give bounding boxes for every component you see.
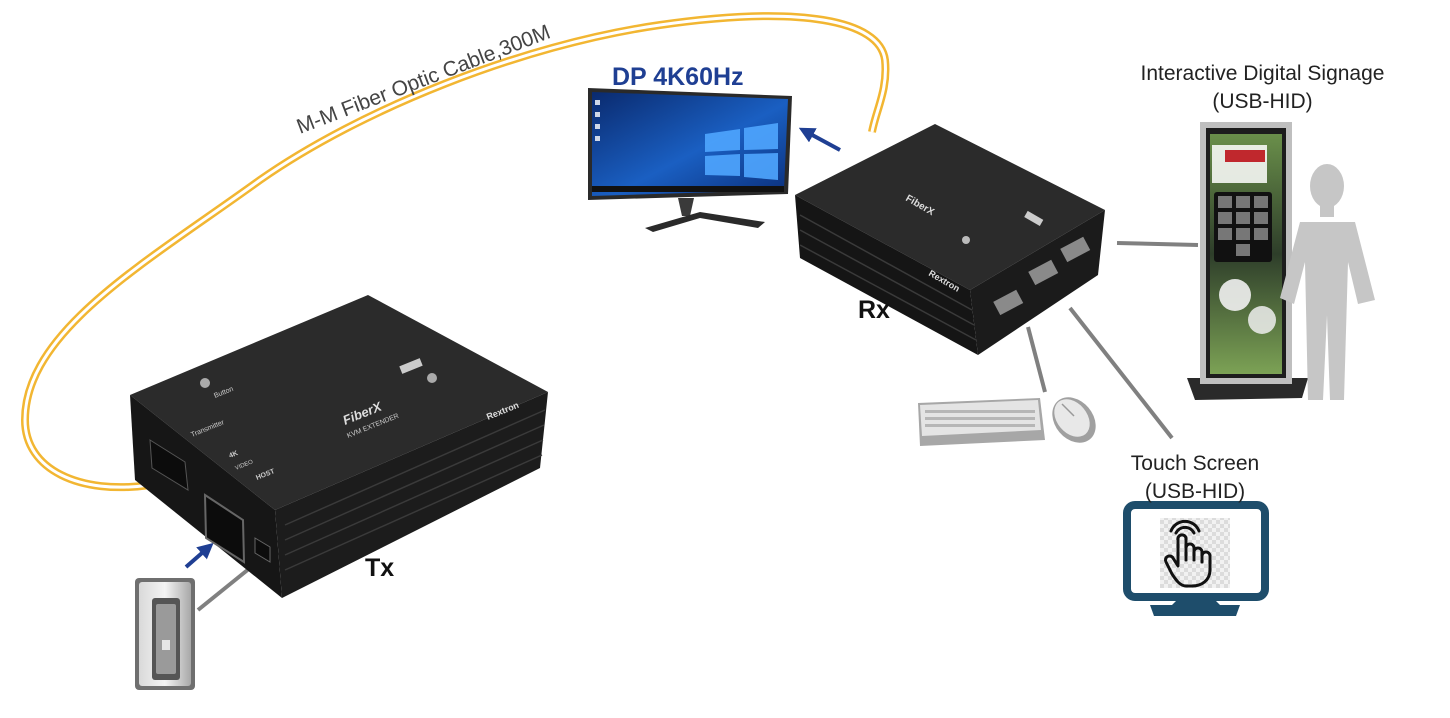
kiosk-icon (1187, 122, 1308, 400)
touch-screen-label-line1: Touch Screen (1130, 452, 1260, 475)
signage-label-line1: Interactive Digital Signage (1140, 62, 1385, 85)
display-label: DP 4K60Hz (612, 63, 744, 91)
tx-4k-label: 4K (228, 450, 239, 460)
cable-label: M-M Fiber Optic Cable,300M (294, 21, 554, 139)
touch-screen-label-line2: (USB-HID) (1144, 480, 1246, 503)
rx-label: Rx (858, 296, 890, 324)
mouse-icon (1052, 397, 1096, 443)
touch-screen-icon (1123, 501, 1269, 616)
monitor-icon (588, 88, 792, 232)
tx-label: Tx (365, 554, 394, 582)
keyboard-icon (918, 398, 1045, 446)
fiber-cable (20, 12, 890, 492)
rx-device: FiberX Rextron (795, 124, 1105, 355)
touch-hand-icon (1164, 519, 1212, 588)
person-icon (1280, 164, 1375, 400)
signage-label: Interactive Digital Signage (USB-HID) (1095, 60, 1430, 116)
pc-tower-icon (135, 578, 195, 690)
host-arrow (184, 542, 214, 569)
connection-lines (196, 241, 1199, 612)
tx-device: FiberX KVM EXTENDER Rextron Button Trans… (130, 295, 548, 598)
display-arrow (798, 127, 841, 152)
touch-screen-label: Touch Screen (USB-HID) (1095, 450, 1295, 506)
signage-label-line2: (USB-HID) (1212, 90, 1313, 113)
